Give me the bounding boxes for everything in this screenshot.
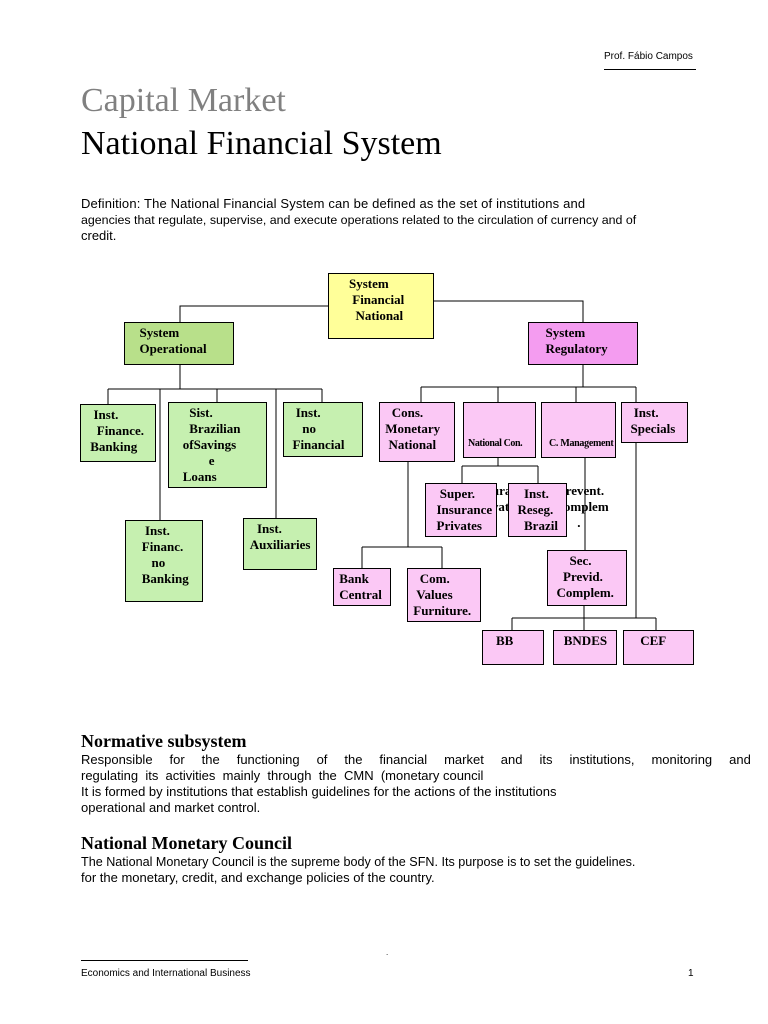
word: of xyxy=(316,752,328,767)
page-number: 1 xyxy=(688,968,694,979)
box-bndes: BNDES xyxy=(553,630,617,665)
box-c-management-prevent: C. Management Prevent. Complem . xyxy=(541,402,616,530)
word: and xyxy=(500,752,523,767)
box-inst-finance-banking: Inst. Finance. Banking xyxy=(80,404,156,462)
cmn-paragraph: The National Monetary Council is the sup… xyxy=(81,854,751,886)
definition-line: agencies that regulate, supervise, and e… xyxy=(81,213,637,227)
normative-line: regulating its activities mainly through… xyxy=(81,768,484,783)
box-sist-brazilian-savings: Sist. Brazilian ofSavings e Loans xyxy=(168,402,267,488)
cmn-line: The National Monetary Council is the sup… xyxy=(81,855,636,869)
normative-line: operational and market control. xyxy=(81,800,261,815)
box-bank-central: Bank Central xyxy=(333,568,391,606)
box-sec-previd-complem: Sec. Previd. Complem. xyxy=(547,550,627,606)
box-system-financial-national: System Financial National xyxy=(328,273,434,339)
box-inst-reseg-brazil: Inst. Reseg. Brazil xyxy=(508,483,567,537)
box-bb: BB xyxy=(482,630,544,665)
label-c-management: C. Management xyxy=(549,438,614,449)
box-com-values-furniture: Com. Values Furniture. xyxy=(407,568,481,622)
definition-line: credit. xyxy=(81,228,117,243)
footer-text: Economics and International Business xyxy=(81,968,251,979)
label-prevent-complem: Prevent. Complem . xyxy=(554,483,609,530)
box-cons-monetary-national: Cons. Monetary National xyxy=(379,402,455,462)
author-name: Prof. Fábio Campos xyxy=(604,51,693,62)
word: the xyxy=(201,752,220,767)
heading-national-monetary-council: National Monetary Council xyxy=(81,833,292,853)
page-subtitle: National Financial System xyxy=(81,125,442,162)
box-inst-financ-no-banking: Inst. Financ. no Banking xyxy=(125,520,203,602)
box-system-operational: System Operational xyxy=(124,322,234,365)
box-super-insurance-privates: Super. Insurance Privates xyxy=(425,483,497,537)
header-rule xyxy=(604,69,696,70)
box-national-con-insurance: National Con. Insurance Privates xyxy=(463,402,536,514)
page-title: Capital Market xyxy=(81,82,286,119)
word: its xyxy=(539,752,553,767)
word: monitoring xyxy=(651,752,713,767)
box-inst-specials: Inst. Specials xyxy=(621,402,688,443)
normative-paragraph: Responsible for the functioning of the f… xyxy=(81,752,751,816)
normative-line: It is formed by institutions that establ… xyxy=(81,784,557,799)
diagram-connectors xyxy=(107,300,657,630)
definition-line: Definition: The National Financial Syste… xyxy=(81,196,586,211)
footer-dot: . xyxy=(386,948,389,957)
box-cef: CEF xyxy=(623,630,694,665)
label-national-con: National Con. xyxy=(468,438,523,449)
heading-normative-subsystem: Normative subsystem xyxy=(81,731,247,751)
word: market xyxy=(444,752,484,767)
box-inst-auxiliaries: Inst. Auxiliaries xyxy=(243,518,317,570)
box-system-regulatory: System Regulatory xyxy=(528,322,638,365)
box-inst-no-financial: Inst. no Financial xyxy=(283,402,363,457)
word: the xyxy=(344,752,363,767)
word: financial xyxy=(379,752,428,767)
word: and xyxy=(729,752,751,767)
word: functioning xyxy=(236,752,300,767)
normative-justified-line: Responsible for the functioning of the f… xyxy=(81,752,751,768)
cmn-line: for the monetary, credit, and exchange p… xyxy=(81,870,435,885)
definition-paragraph: Definition: The National Financial Syste… xyxy=(81,196,681,244)
word: institutions, xyxy=(569,752,635,767)
word: Responsible xyxy=(81,752,153,767)
footer-rule xyxy=(81,960,248,961)
word: for xyxy=(169,752,185,767)
